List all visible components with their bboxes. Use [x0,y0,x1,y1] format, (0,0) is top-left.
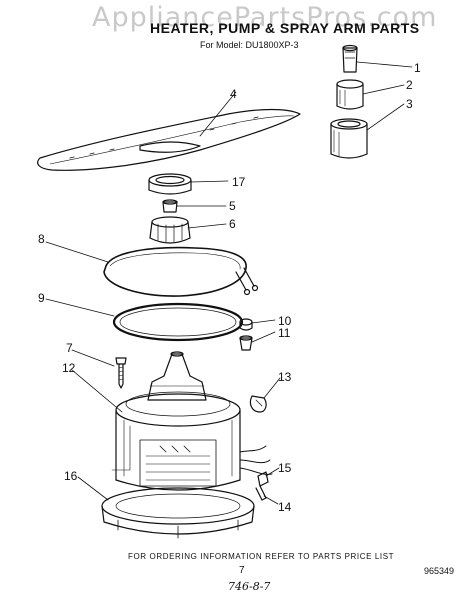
part-17-seal-ring [148,173,192,195]
part-3-sleeve [330,118,368,159]
document-number: 965349 [424,566,455,576]
part-9-gasket [112,302,244,342]
part-4-spray-arm [37,108,301,171]
part-1-cap [342,44,358,73]
part-6-impeller-housing [149,216,191,244]
diagram-title: HEATER, PUMP & SPRAY ARM PARTS [150,20,420,36]
part-5-nut [162,199,178,213]
model-subtitle: For Model: DU1800XP-3 [200,40,299,50]
callout-15: 15 [278,461,292,475]
callout-10: 10 [278,314,292,328]
part-7-screw [115,357,127,389]
callout-6: 6 [229,217,236,231]
callout-12: 12 [62,361,76,375]
part-16-base-bracket [101,487,255,539]
callout-11: 11 [278,326,291,340]
part-12-pump-motor-assembly [115,351,273,491]
callout-14: 14 [278,500,292,514]
part-11-fitting [239,335,253,351]
callout-4: 4 [230,87,237,101]
handwritten-note: 746-8-7 [228,580,271,593]
part-2-collar [336,79,364,110]
page-number: 7 [239,565,245,576]
callout-7: 7 [66,341,73,355]
callout-numbers: 1 2 3 4 17 5 6 8 9 10 11 7 12 13 15 16 1… [38,61,421,514]
part-15-connector [257,471,269,487]
ordering-footer: FOR ORDERING INFORMATION REFER TO PARTS … [128,552,395,561]
callout-13: 13 [278,370,292,384]
callout-1: 1 [414,61,421,75]
part-13-clip [249,395,267,413]
callout-8: 8 [38,232,45,246]
leader-lines [45,61,413,505]
callout-3: 3 [406,97,413,111]
part-10-grommet [239,318,253,331]
watermark: AppliancePartsPros.com [92,2,438,33]
callout-16: 16 [64,469,78,483]
callout-2: 2 [406,78,413,92]
part-14-screw [255,485,267,501]
part-8-heater-element [103,246,259,297]
callout-5: 5 [229,199,236,213]
callout-9: 9 [38,291,45,305]
callout-17: 17 [232,175,246,189]
